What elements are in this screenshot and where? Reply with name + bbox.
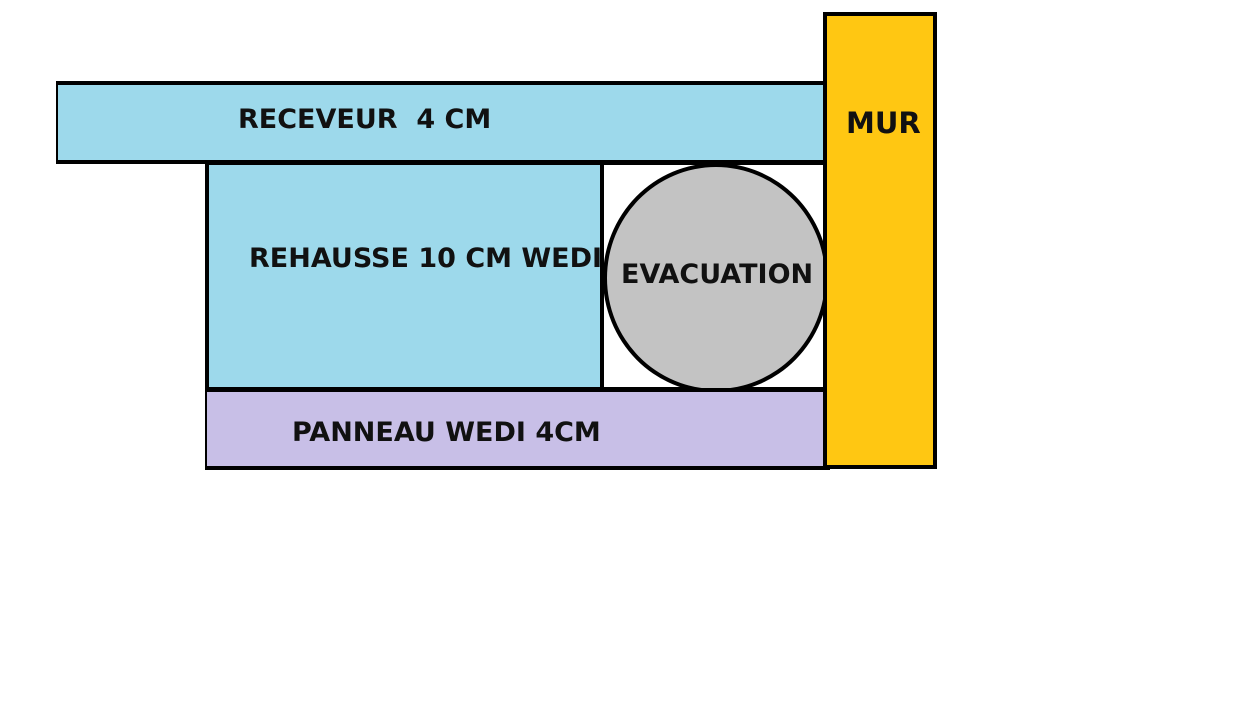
mur-block [823, 12, 937, 469]
rehausse-block [205, 161, 604, 391]
rehausse-label: REHAUSSE 10 CM WEDI [249, 243, 603, 274]
mur-label: MUR [846, 106, 921, 140]
panneau-label: PANNEAU WEDI 4CM [292, 417, 601, 448]
evacuation-label: EVACUATION [621, 259, 814, 290]
receveur-label: RECEVEUR 4 CM [238, 104, 492, 135]
panneau-block [205, 388, 830, 470]
